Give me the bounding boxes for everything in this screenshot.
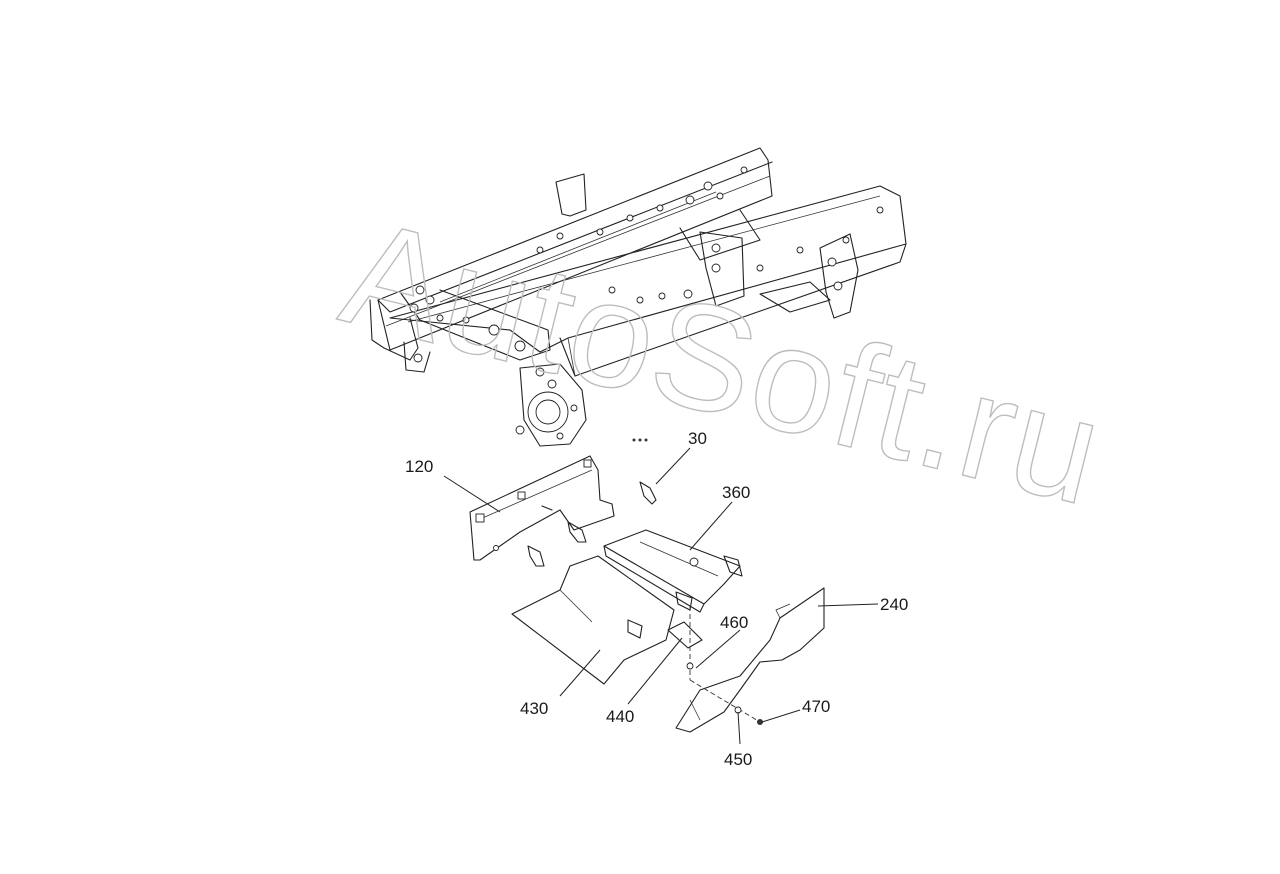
label-30: 30 — [688, 429, 707, 448]
label-460: 460 — [720, 613, 748, 632]
part-430-floor-plate — [511, 555, 675, 685]
chassis-frame — [369, 147, 907, 447]
fastener-lines — [686, 606, 763, 725]
part-240-side-shield — [675, 587, 825, 733]
label-240: 240 — [880, 595, 908, 614]
callouts: 120 30 360 240 460 470 430 440 450 — [405, 429, 908, 769]
part-30-clips — [527, 438, 657, 567]
label-450: 450 — [724, 750, 752, 769]
part-360-tray — [603, 529, 743, 613]
label-470: 470 — [802, 697, 830, 716]
label-440: 440 — [606, 707, 634, 726]
label-430: 430 — [520, 699, 548, 718]
frame-holes — [409, 166, 884, 440]
part-440-plate — [667, 621, 703, 649]
part-120-side-shield — [469, 455, 615, 561]
label-360: 360 — [722, 483, 750, 502]
label-120: 120 — [405, 457, 433, 476]
